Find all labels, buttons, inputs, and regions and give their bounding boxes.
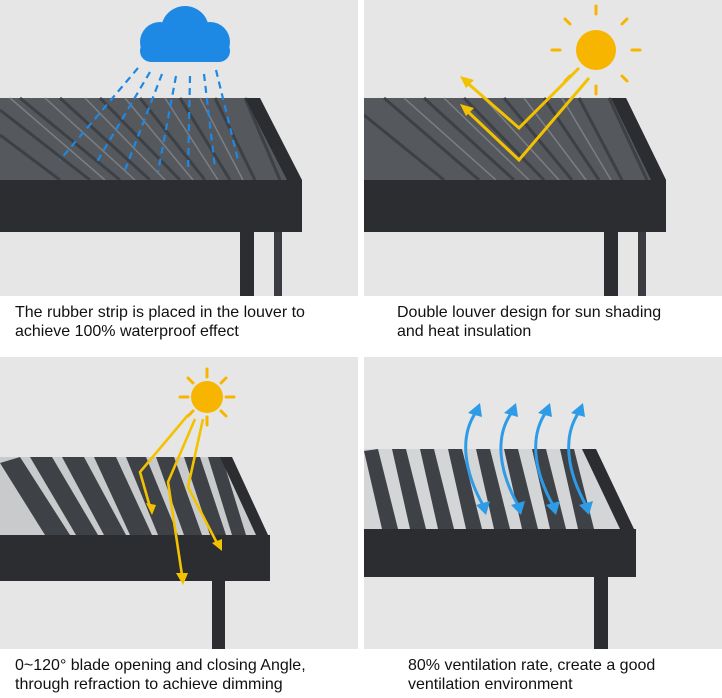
caption-line: 80% ventilation rate, create a good [408,657,656,674]
sun-icon [178,367,236,427]
caption-line: ventilation environment [408,676,573,693]
panel-sun-shading: Double louver design for sun shading and… [364,0,722,355]
panel-dimming: 0~120° blade opening and closing Angle, … [0,357,358,698]
caption-line: through refraction to achieve dimming [15,676,283,693]
airflow-arrows-icon [464,403,593,515]
caption-line: achieve 100% waterproof effect [15,323,239,340]
caption-waterproof: The rubber strip is placed in the louver… [15,303,358,341]
panel-ventilation: 80% ventilation rate, create a good vent… [364,357,722,698]
caption-dimming: 0~120° blade opening and closing Angle, … [15,656,358,694]
caption-ventilation: 80% ventilation rate, create a good vent… [408,656,722,694]
ventilation-pergola-image [364,357,722,649]
caption-line: Double louver design for sun shading [397,304,662,321]
caption-line: and heat insulation [397,323,532,340]
sun-shading-pergola-image [364,0,722,296]
sun-icon [550,4,642,96]
dimming-pergola-image [0,357,358,649]
panel-waterproof: The rubber strip is placed in the louver… [0,0,358,355]
caption-sun-shading: Double louver design for sun shading and… [397,303,722,341]
rain-cloud-icon [59,6,240,173]
caption-line: 0~120° blade opening and closing Angle, [15,657,306,674]
waterproof-pergola-image [0,0,358,296]
caption-line: The rubber strip is placed in the louver… [15,304,305,321]
